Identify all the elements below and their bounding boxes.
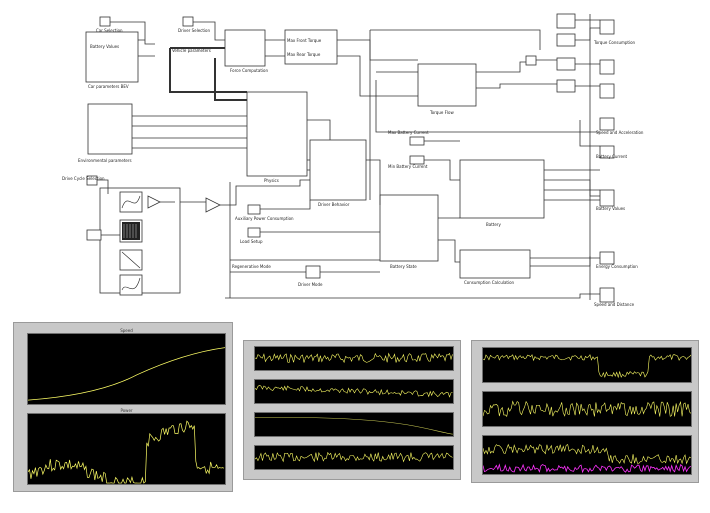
speed-acc-label: Speed and Acceleration: [596, 130, 644, 135]
scope1-title-1: Speed: [120, 328, 133, 333]
consumption-calc-label: Consumption Calculation: [464, 280, 515, 285]
scope3-trace-2: [483, 400, 691, 417]
scope1-trace-1: [28, 347, 225, 401]
battery-label: Battery: [486, 222, 501, 227]
scope1-plot-speed: Speed: [27, 328, 226, 405]
scope-window-3[interactable]: [471, 340, 699, 483]
scope2-trace-3: [255, 417, 453, 435]
max-rear-torque-label: Max Rear Torque: [287, 52, 321, 57]
battery-values-label: Battery Values: [90, 44, 119, 49]
max-battery-current-label: Max Battery Current: [388, 130, 429, 135]
scope-window-1[interactable]: Speed Power: [13, 322, 233, 492]
scope2-plot-2: [254, 379, 454, 404]
scope2-trace-2: [255, 385, 453, 398]
physics-label: Physics: [264, 178, 279, 183]
environmental-label: Environmental parameters: [78, 158, 132, 163]
regen-mode-label: Regenerative Mode: [232, 264, 271, 269]
scope3-trace-3: [483, 443, 691, 474]
scope3-plot-1: [482, 347, 692, 383]
speed-distance-label: Speed and Distance: [594, 302, 635, 307]
drive-cycle-selection-label: Drive Cycle Selection: [62, 176, 105, 181]
battery-values-out-label: Battery Values: [596, 206, 625, 211]
scope1-trace-2: [28, 420, 225, 484]
simulink-diagram[interactable]: Car Selection Battery Values Car paramet…: [0, 0, 710, 318]
scope3-plot-3: [482, 435, 692, 475]
battery-state-label: Battery State: [390, 264, 417, 269]
scope2-plot-3: [254, 412, 454, 437]
vehicle-parameters-label: Vehicle parameters: [172, 48, 211, 53]
car-selection-label: Car Selection: [96, 28, 123, 33]
energy-consumption-label: Energy Consumption: [596, 264, 638, 269]
max-front-torque-label: Max Front Torque: [287, 38, 322, 43]
scope1-title-2: Power: [120, 408, 133, 413]
driver-mode-label: Driver Mode: [298, 282, 323, 287]
load-setup-label: Load Setup: [240, 239, 263, 244]
force-computation-label: Force Computation: [230, 68, 268, 73]
scope2-plot-4: [254, 445, 454, 470]
scope1-plot-power: Power: [27, 408, 226, 485]
scope2-trace-4: [255, 451, 453, 463]
scope2-trace-1: [255, 352, 453, 364]
driver-selection-label: Driver Selection: [178, 28, 210, 33]
driver-behavior-label: Driver Behavior: [318, 202, 350, 207]
battery-current-label: Battery Current: [596, 154, 628, 159]
torque-consumption-label: Torque Consumption: [593, 40, 636, 45]
torque-flow-label: Torque Flow: [429, 110, 454, 115]
scope3-plot-2: [482, 391, 692, 427]
scope-window-2[interactable]: [243, 340, 461, 480]
scope3-trace-1: [483, 354, 691, 379]
scope2-plot-1: [254, 346, 454, 371]
car-parameters-label: Car parameters BEV: [88, 84, 129, 89]
min-battery-current-label: Min Battery Current: [388, 164, 428, 169]
auxiliary-power-label: Auxiliary Power Consumption: [235, 216, 294, 221]
